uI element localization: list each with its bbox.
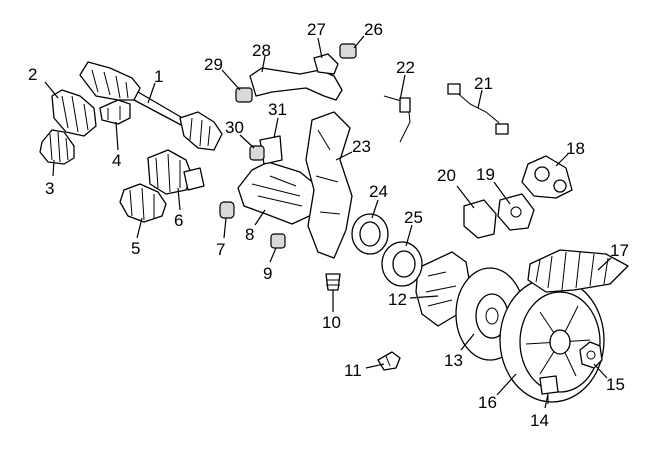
- outer-joint-part: [51, 89, 97, 137]
- callout-22: 22: [396, 58, 415, 77]
- pivot-bolt-part: [249, 145, 265, 161]
- callout-10: 10: [322, 313, 341, 332]
- callout-18: 18: [566, 139, 585, 158]
- snap-ring-part: [381, 241, 423, 287]
- callout-30: 30: [225, 118, 244, 137]
- callout-7: 7: [216, 240, 225, 259]
- boot-part: [39, 129, 75, 165]
- callout-28: 28: [252, 41, 271, 60]
- callout-25: 25: [404, 208, 423, 227]
- bushing-part: [235, 87, 253, 103]
- small-bolt-part: [219, 201, 235, 219]
- callout-24: 24: [369, 182, 388, 201]
- steering-knuckle-part: [305, 111, 353, 259]
- inner-joint-part: [147, 149, 205, 195]
- callout-11: 11: [344, 361, 362, 380]
- bolt-part: [377, 351, 401, 371]
- callout-14: 14: [530, 411, 549, 430]
- tire-part: [527, 249, 629, 293]
- wheel-part: [499, 277, 605, 403]
- drive-shaft-part: [79, 61, 223, 151]
- callout-9: 9: [263, 264, 272, 283]
- wheel-bearing-part: [351, 213, 389, 255]
- brake-pad-part: [463, 199, 497, 239]
- callout-17: 17: [610, 241, 629, 260]
- caliper-part: [521, 155, 573, 199]
- callout-3: 3: [45, 179, 54, 198]
- callout-13: 13: [444, 351, 463, 370]
- callout-6: 6: [174, 211, 183, 230]
- callout-31: 31: [268, 100, 287, 119]
- callout-19: 19: [476, 165, 495, 184]
- callout-12: 12: [388, 290, 407, 309]
- hub-cap-part: [579, 341, 603, 369]
- ball-joint-stud-part: [325, 273, 341, 291]
- bushing-part: [339, 43, 357, 59]
- callout-16: 16: [478, 393, 497, 412]
- callout-21: 21: [474, 74, 493, 93]
- bushing-part: [270, 233, 286, 249]
- callout-23: 23: [352, 137, 371, 156]
- callout-15: 15: [606, 375, 625, 394]
- callout-5: 5: [131, 239, 140, 258]
- callout-26: 26: [364, 20, 383, 39]
- callout-labels: 1 2 3 4 5 6 7 8 9 10 11 12 13 14 15 16 1…: [28, 20, 629, 430]
- inner-boot-part: [119, 183, 167, 223]
- callout-20: 20: [437, 166, 456, 185]
- upper-link-arm-part: [249, 53, 343, 101]
- abs-sensor-part: [383, 95, 411, 143]
- wheel-bolt-part: [539, 375, 559, 404]
- callout-2: 2: [28, 65, 37, 84]
- bracket-part: [99, 99, 131, 125]
- callout-1: 1: [154, 67, 163, 86]
- leader-lines: [44, 35, 612, 409]
- brake-hose-part: [447, 83, 509, 135]
- callout-27: 27: [307, 20, 326, 39]
- callout-29: 29: [204, 55, 223, 74]
- brake-pad-part: [497, 193, 535, 231]
- callout-8: 8: [245, 225, 254, 244]
- callout-4: 4: [112, 151, 121, 170]
